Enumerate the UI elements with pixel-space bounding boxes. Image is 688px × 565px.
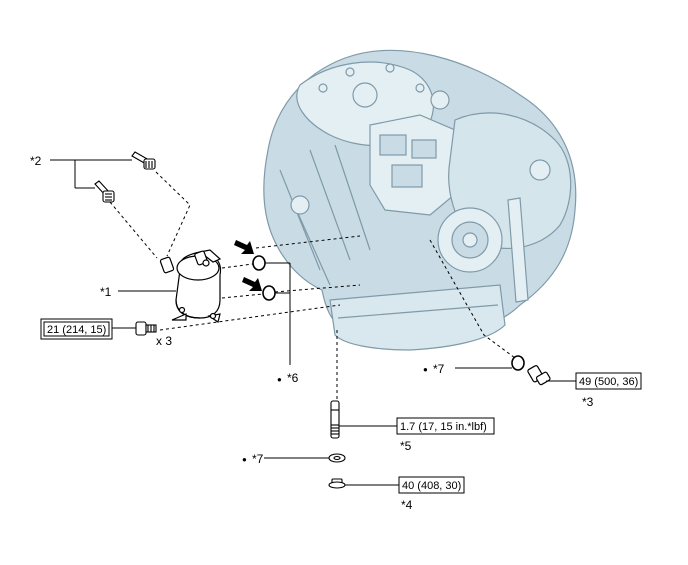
dashed-assembly-lines xyxy=(109,171,516,400)
callout-gasket-lower: *7 xyxy=(252,452,264,466)
direction-arrow-icon xyxy=(234,240,262,291)
oil-cooler-tube-illustration xyxy=(94,151,156,203)
bolt-quantity: x 3 xyxy=(156,334,172,348)
bolt-illustration xyxy=(135,321,157,336)
transaxle-illustration xyxy=(263,49,577,351)
callout-oil-cooler: *1 xyxy=(100,285,112,299)
non-reusable-icon: ● xyxy=(242,455,247,464)
callout-gasket-upper: *7 xyxy=(433,362,445,376)
callout-oil-cooler-tube: *2 xyxy=(30,154,42,168)
non-reusable-icon: ● xyxy=(277,375,282,384)
torque-value-plug: 49 (500, 36) xyxy=(579,376,638,388)
callout-o-rings: *6 xyxy=(287,371,299,385)
callout-plug: *3 xyxy=(582,395,594,409)
callout-drain-plug: *4 xyxy=(401,498,413,512)
torque-box-plug: 49 (500, 36) xyxy=(575,372,642,390)
oil-cooler-illustration xyxy=(159,249,222,323)
plug-illustration xyxy=(511,355,551,386)
torque-box-bolt: 21 (214, 15) xyxy=(40,318,113,340)
drain-plug-illustration xyxy=(328,453,346,489)
leader-lines xyxy=(50,159,576,486)
callout-stud: *5 xyxy=(400,439,412,453)
torque-value-drain-plug: 40 (408, 30) xyxy=(402,480,461,492)
torque-value-stud: 1.7 (17, 15 in.*lbf) xyxy=(400,421,487,433)
torque-value-bolt: 21 (214, 15) xyxy=(47,324,106,336)
non-reusable-icon: ● xyxy=(423,365,428,374)
torque-box-drain-plug: 40 (408, 30) xyxy=(398,476,465,494)
stud-illustration xyxy=(330,400,340,439)
torque-box-stud: 1.7 (17, 15 in.*lbf) xyxy=(396,417,495,435)
